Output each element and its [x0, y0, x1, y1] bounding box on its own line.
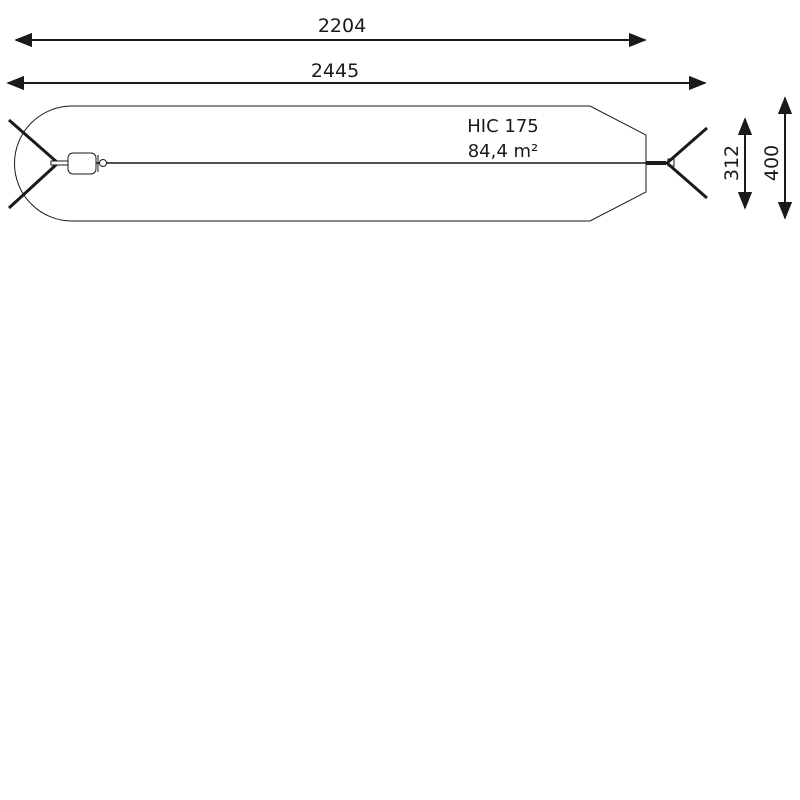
dimension-label-312: 312 [721, 145, 743, 181]
dimension-label-2445: 2445 [311, 60, 359, 82]
trolley-seat-icon [50, 152, 107, 175]
dimension-label-400: 400 [761, 145, 783, 181]
dimension-label-2204: 2204 [318, 15, 366, 37]
safety-zone-outline [14, 105, 647, 222]
product-code-label: HIC 175 [467, 116, 539, 137]
cable-end-anchor [646, 161, 666, 165]
right-support-frame [664, 126, 708, 200]
area-label: 84,4 m² [468, 141, 539, 162]
